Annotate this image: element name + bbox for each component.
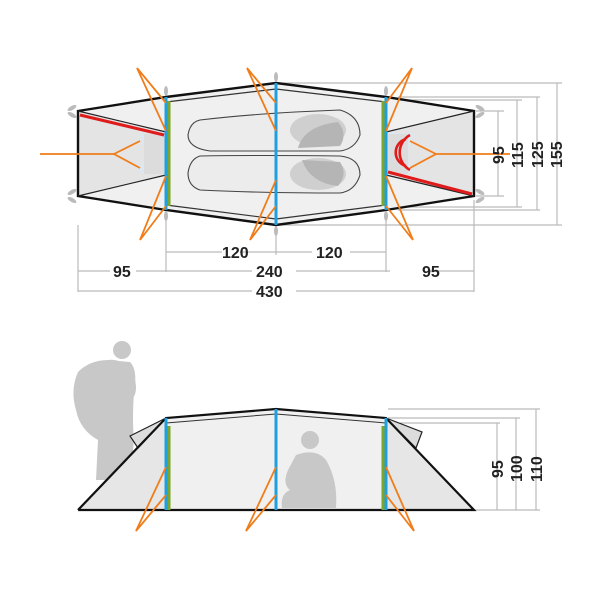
sleeping-bags bbox=[187, 109, 361, 194]
dim-height-95: 95 bbox=[490, 460, 507, 478]
top-view-width-labels: 95 115 125 155 bbox=[491, 141, 566, 168]
height-dimension-lines bbox=[388, 408, 540, 511]
side-tent-outline bbox=[77, 407, 477, 512]
dim-height-110: 110 bbox=[529, 456, 546, 482]
left-inner-door bbox=[144, 134, 166, 174]
dim-width-115: 115 bbox=[510, 142, 527, 168]
standing-person-silhouette bbox=[73, 341, 136, 480]
dim-inner-length: 240 bbox=[256, 264, 283, 281]
left-vestibule bbox=[78, 111, 166, 196]
dim-width-95: 95 bbox=[491, 146, 508, 164]
dim-vestibule-right: 95 bbox=[422, 264, 440, 281]
dim-height-100: 100 bbox=[509, 455, 526, 482]
right-zipper bbox=[387, 170, 473, 196]
side-view-height-labels: 95 100 110 bbox=[490, 455, 546, 482]
dim-total-length: 430 bbox=[256, 284, 283, 301]
dim-vestibule-left: 95 bbox=[113, 264, 131, 281]
guylines bbox=[40, 67, 510, 241]
dim-segment-left: 120 bbox=[222, 245, 249, 262]
side-guylines bbox=[135, 466, 415, 532]
length-dimension-lines bbox=[77, 200, 475, 292]
top-view-length-labels: 120 120 95 240 95 430 bbox=[113, 245, 440, 301]
dim-segment-right: 120 bbox=[316, 245, 343, 262]
dim-width-155: 155 bbox=[549, 141, 566, 168]
dim-width-125: 125 bbox=[530, 141, 547, 168]
sitting-person-silhouette bbox=[281, 431, 337, 508]
pegs bbox=[67, 72, 485, 236]
right-vestibule bbox=[386, 111, 474, 196]
left-zipper bbox=[79, 113, 165, 137]
